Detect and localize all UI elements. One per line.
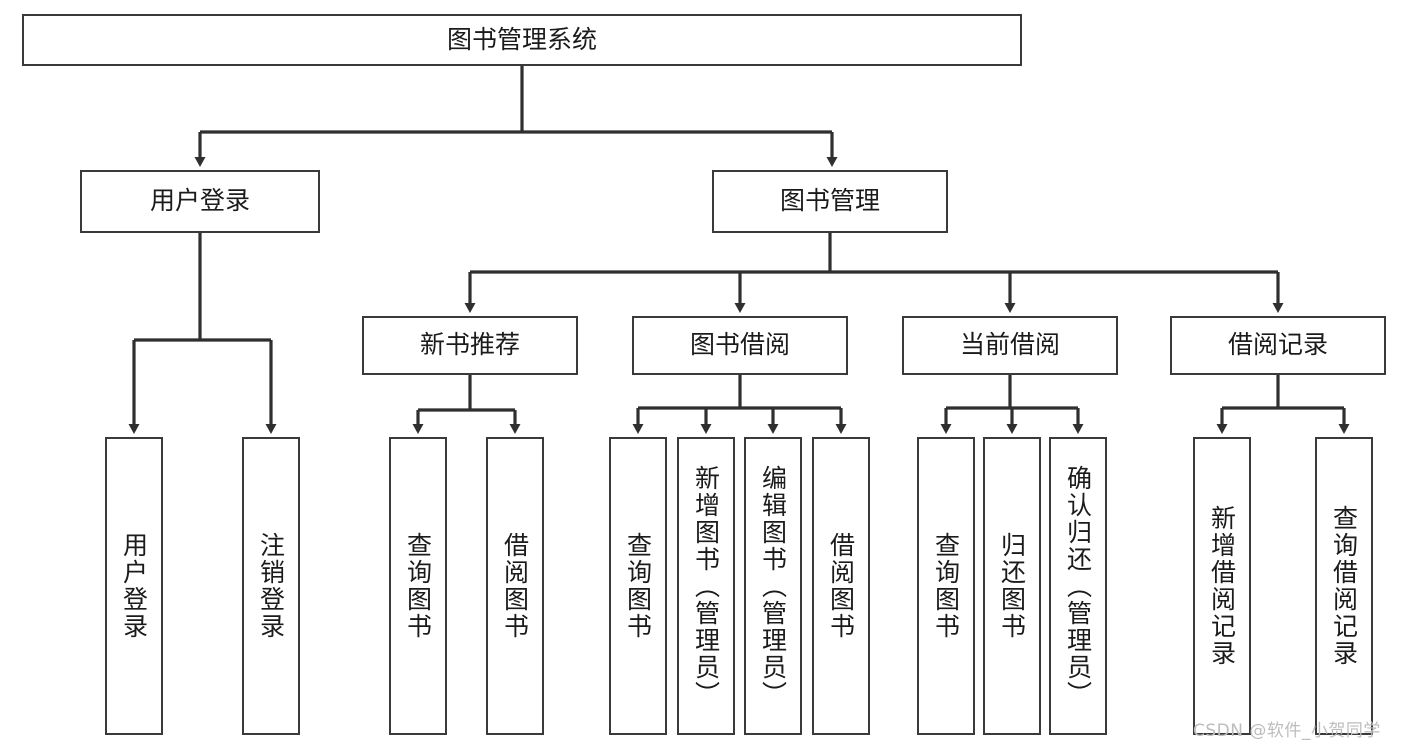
- node-leaf-add-book[interactable]: 新增图书（管理员）: [677, 437, 735, 735]
- node-leaf-user-logout[interactable]: 注销登录: [242, 437, 300, 735]
- node-leaf-borrow-book-2[interactable]: 借阅图书: [812, 437, 870, 735]
- csdn-watermark: CSDN @软件_小贺同学: [1193, 721, 1381, 741]
- node-leaf-user-login[interactable]: 用户登录: [105, 437, 163, 735]
- node-book-manage[interactable]: 图书管理: [712, 170, 948, 233]
- node-leaf-query-book-2[interactable]: 查询图书: [609, 437, 667, 735]
- node-leaf-query-book-1-label: 查询图书: [403, 532, 433, 640]
- node-book-borrow[interactable]: 图书借阅: [632, 316, 848, 375]
- node-leaf-add-book-label: 新增图书（管理员）: [691, 464, 721, 708]
- node-borrow-record-label: 借阅记录: [1227, 330, 1328, 360]
- node-leaf-borrow-book-1-label: 借阅图书: [500, 532, 530, 640]
- node-leaf-query-record[interactable]: 查询借阅记录: [1315, 437, 1373, 735]
- node-book-borrow-label: 图书借阅: [689, 330, 790, 360]
- node-leaf-add-record[interactable]: 新增借阅记录: [1193, 437, 1251, 735]
- node-leaf-query-book-3-label: 查询图书: [931, 532, 961, 640]
- node-user-login-label: 用户登录: [149, 186, 250, 216]
- node-root-label: 图书管理系统: [446, 24, 597, 54]
- node-leaf-return-book[interactable]: 归还图书: [983, 437, 1041, 735]
- node-leaf-user-login-label: 用户登录: [119, 532, 149, 640]
- node-user-login[interactable]: 用户登录: [80, 170, 320, 233]
- node-leaf-return-book-label: 归还图书: [997, 532, 1027, 640]
- node-leaf-query-book-3[interactable]: 查询图书: [917, 437, 975, 735]
- node-book-manage-label: 图书管理: [779, 186, 880, 216]
- node-leaf-edit-book-label: 编辑图书（管理员）: [758, 464, 788, 708]
- node-current-borrow-label: 当前借阅: [959, 330, 1060, 360]
- node-leaf-confirm-return[interactable]: 确认归还（管理员）: [1049, 437, 1107, 735]
- node-leaf-borrow-book-1[interactable]: 借阅图书: [486, 437, 544, 735]
- node-root[interactable]: 图书管理系统: [22, 14, 1022, 66]
- node-leaf-confirm-return-label: 确认归还（管理员）: [1063, 464, 1093, 708]
- node-leaf-query-book-1[interactable]: 查询图书: [389, 437, 447, 735]
- node-leaf-query-book-2-label: 查询图书: [623, 532, 653, 640]
- node-current-borrow[interactable]: 当前借阅: [902, 316, 1118, 375]
- node-leaf-user-logout-label: 注销登录: [256, 532, 286, 640]
- node-new-book-rec-label: 新书推荐: [419, 330, 520, 360]
- node-borrow-record[interactable]: 借阅记录: [1170, 316, 1386, 375]
- node-leaf-query-record-label: 查询借阅记录: [1329, 505, 1359, 667]
- node-leaf-borrow-book-2-label: 借阅图书: [826, 532, 856, 640]
- node-new-book-rec[interactable]: 新书推荐: [362, 316, 578, 375]
- node-leaf-edit-book[interactable]: 编辑图书（管理员）: [744, 437, 802, 735]
- node-leaf-add-record-label: 新增借阅记录: [1207, 505, 1237, 667]
